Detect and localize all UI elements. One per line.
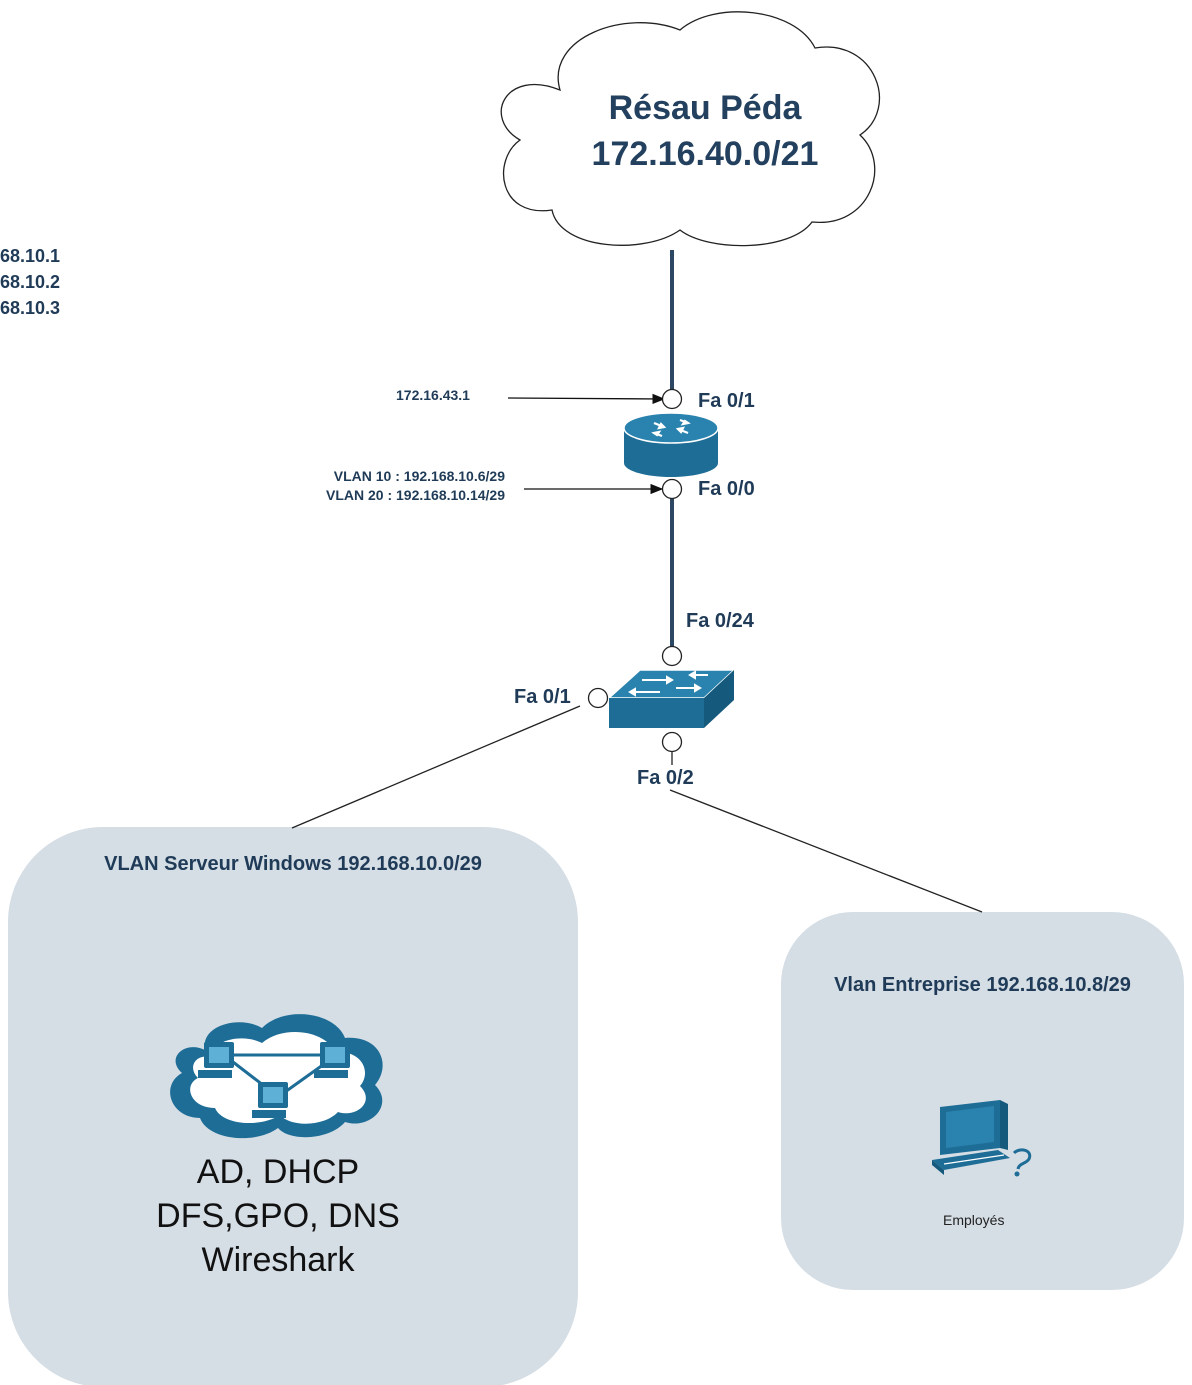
switch-enterprise-link: [669, 789, 983, 913]
vlan-enterprise-box: [781, 912, 1184, 1290]
partial-ip-3: 68.10.3: [0, 298, 61, 318]
router-vlan-ips: VLAN 10 : 192.168.10.6/29 VLAN 20 : 192.…: [265, 467, 505, 505]
switch-port-right-label: Fa 0/2: [637, 767, 694, 789]
workstation-icon: [932, 1100, 1032, 1177]
cloud-name: Résau Péda: [608, 89, 802, 127]
cloud-label: Résau Péda 172.16.40.0/21: [555, 85, 855, 177]
service-line-2: DFS,GPO, DNS: [156, 1197, 400, 1235]
router-port-fa00: [661, 478, 683, 500]
server-services: AD, DHCP DFS,GPO, DNS Wireshark: [8, 1150, 548, 1282]
switch-port-fa01: [587, 687, 609, 709]
cloud-network: 172.16.40.0/21: [591, 135, 819, 173]
switch-uplink-port-label: Fa 0/24: [686, 610, 754, 632]
server-cluster-icon: [170, 1014, 383, 1139]
service-line-3: Wireshark: [201, 1241, 355, 1279]
router-port-fa01: [661, 388, 683, 410]
left-partial-ip-list: 68.10.1 68.10.2 68.10.3: [0, 243, 60, 321]
router-vlan20-ip: VLAN 20 : 192.168.10.14/29: [325, 487, 505, 503]
wan-ip-arrow: [507, 393, 666, 405]
vlan-server-title: VLAN Serveur Windows 192.168.10.0/29: [104, 853, 482, 875]
router-wan-port-label: Fa 0/1: [698, 390, 755, 412]
vlan-enterprise-title: Vlan Entreprise 192.168.10.8/29: [834, 974, 1131, 996]
service-line-1: AD, DHCP: [196, 1153, 360, 1191]
switch-icon: [607, 669, 736, 728]
partial-ip-2: 68.10.2: [0, 272, 61, 292]
switch-port-left-label: Fa 0/1: [514, 686, 571, 708]
switch-port-fa024: [661, 645, 683, 667]
switch-server-link: [291, 705, 581, 829]
router-vlan10-ip: VLAN 10 : 192.168.10.6/29: [333, 468, 505, 484]
router-icon: [623, 412, 719, 477]
partial-ip-1: 68.10.1: [0, 246, 61, 266]
switch-port-fa02: [661, 731, 683, 753]
employees-label: Employés: [943, 1212, 1005, 1228]
router-wan-ip: 172.16.43.1: [396, 387, 470, 403]
router-lan-port-label: Fa 0/0: [698, 478, 755, 500]
cloud-shape: [500, 11, 881, 247]
